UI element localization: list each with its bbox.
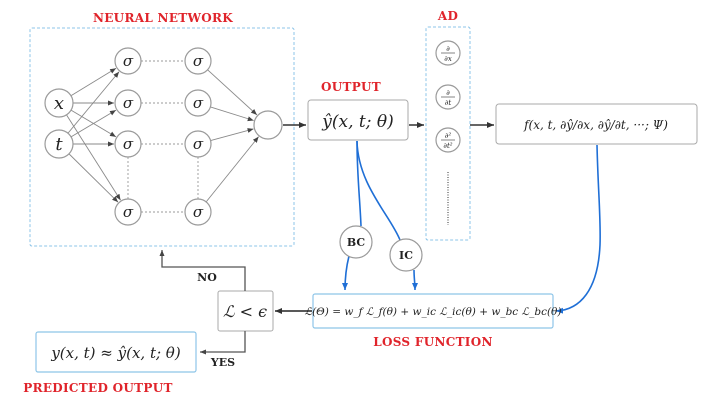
sigma-label: σ (193, 52, 204, 70)
loss-box (312, 293, 554, 329)
predicted-output-expression: y(x, t) ≈ ŷ(x, t; θ) (50, 344, 181, 362)
sigma-label: σ (193, 203, 204, 221)
ic-label: IC (399, 249, 413, 262)
network-dotted-links (127, 60, 199, 213)
ad-box (425, 26, 471, 241)
sigma-label: σ (193, 135, 204, 153)
sigma-label: σ (123, 203, 134, 221)
ad-op-numerator: ∂ (446, 89, 450, 97)
sigma-label: σ (123, 135, 134, 153)
output-node (253, 110, 283, 140)
network-edge (69, 67, 117, 97)
residual-expression: f(x, t, ∂ŷ/∂x, ∂ŷ/∂t, ···; Ψ) (523, 118, 668, 132)
hidden-node (184, 47, 212, 75)
ad-op-denominator: ∂t (445, 99, 452, 107)
residual-to-loss-arrow (555, 144, 601, 314)
network-edges (65, 67, 259, 203)
neural-network-box (29, 27, 295, 247)
neural-network-label: NEURAL NETWORK (93, 11, 233, 25)
network-edge (207, 69, 258, 116)
ad-label: AD (437, 9, 458, 23)
ad-op-denominator: ∂x (444, 55, 452, 63)
ad-op-numerator: ∂ (446, 45, 450, 53)
hidden-node (114, 47, 142, 75)
hidden-node (184, 130, 212, 158)
bc-label: BC (347, 236, 366, 249)
input-label-t: t (55, 134, 63, 155)
hidden-node (114, 130, 142, 158)
no-arrow (159, 250, 246, 291)
criterion-expression: ℒ < ϵ (223, 302, 267, 321)
hidden-node (184, 198, 212, 226)
ic-node (389, 238, 423, 272)
sigma-label: σ (193, 94, 204, 112)
ad-op-denominator: ∂t² (443, 142, 452, 150)
ic-to-loss-arrow (411, 269, 418, 291)
network-edge (205, 136, 259, 203)
sigma-label: σ (123, 52, 134, 70)
input-node-x (44, 88, 74, 118)
output-expression: ŷ(x, t; θ) (321, 112, 393, 132)
input-label-x: x (54, 93, 64, 114)
network-edge (65, 113, 121, 201)
output-label: OUTPUT (321, 80, 381, 94)
loss-expression: ℒ(Θ) = w_f ℒ_f(θ) + w_ic ℒ_ic(θ) + w_bc … (305, 306, 562, 318)
output-box (307, 99, 409, 141)
no-label: NO (197, 271, 217, 284)
input-node-t (44, 129, 74, 159)
network-edge (210, 106, 254, 122)
hidden-node (114, 198, 142, 226)
bc-node (339, 225, 373, 259)
ad-op-numerator: ∂² (445, 132, 452, 140)
output-to-ic-line (356, 140, 401, 241)
predicted-output-box (35, 331, 197, 373)
network-edge (69, 109, 117, 138)
network-edge (210, 128, 254, 142)
bc-to-loss-arrow (342, 255, 350, 291)
hidden-node (114, 89, 142, 117)
residual-box (495, 103, 698, 145)
yes-arrow (200, 331, 246, 355)
loss-function-label: LOSS FUNCTION (373, 335, 493, 349)
yes-label: YES (210, 356, 235, 369)
hidden-node (184, 89, 212, 117)
sigma-label: σ (123, 94, 134, 112)
network-edge (67, 152, 119, 203)
predicted-output-label: PREDICTED OUTPUT (23, 381, 172, 395)
network-edge (66, 71, 120, 135)
